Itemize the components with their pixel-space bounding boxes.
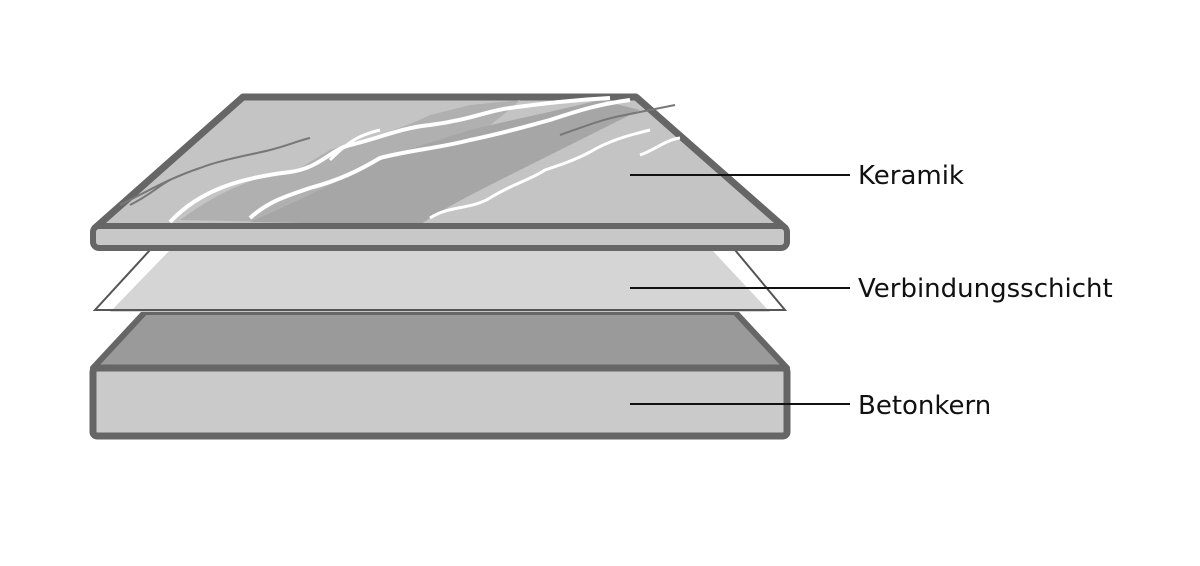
bonding-layer	[92, 249, 788, 312]
concrete-core-layer	[89, 309, 791, 440]
ceramic-layer	[90, 93, 790, 251]
label-bonding-layer: Verbindungsschicht	[858, 274, 1113, 304]
label-concrete-core: Betonkern	[858, 391, 992, 421]
label-ceramic: Keramik	[858, 161, 964, 191]
